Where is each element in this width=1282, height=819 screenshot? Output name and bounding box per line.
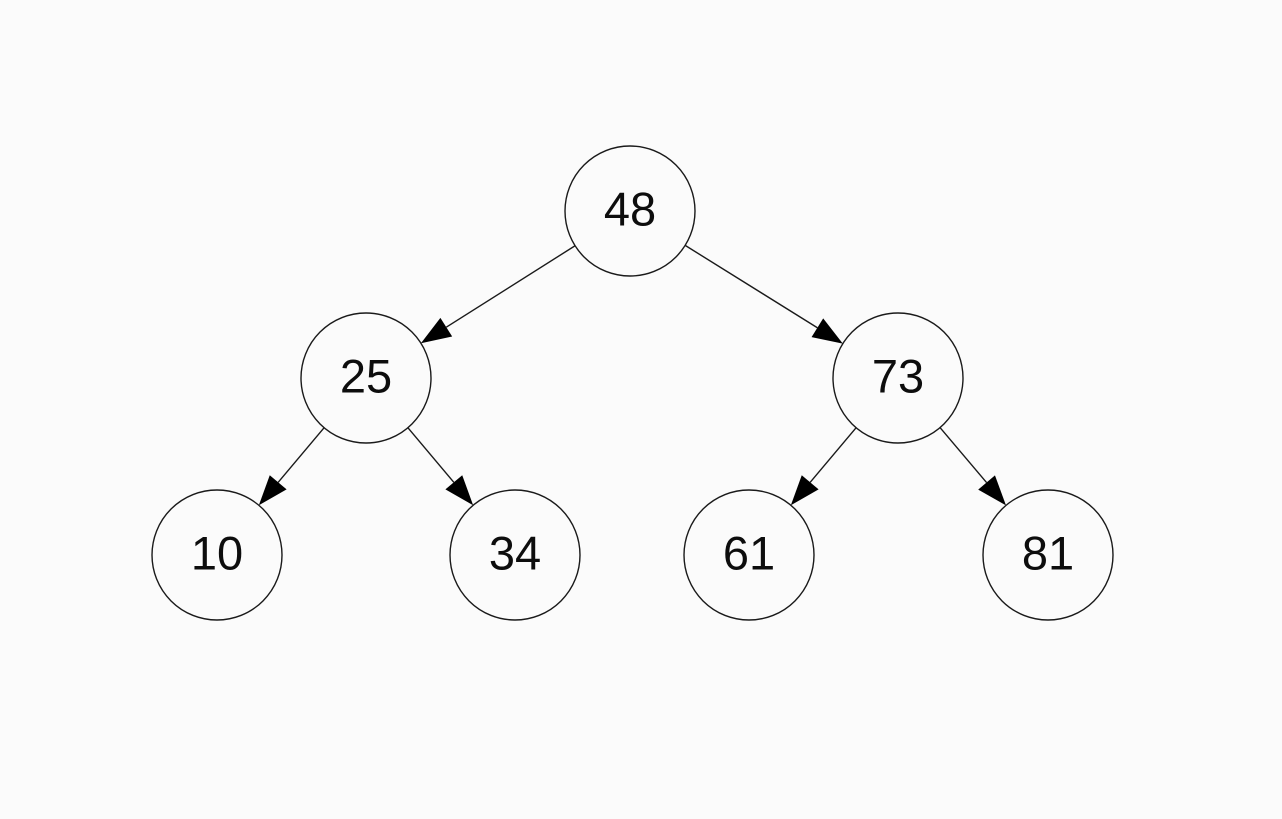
node-label: 61 [723,526,775,579]
edge-arrowhead-icon [258,475,287,506]
node-label: 73 [872,349,924,402]
tree-edge [407,427,455,483]
node-label: 48 [604,182,656,235]
tree-node[interactable]: 10 [151,489,283,621]
edge-arrowhead-icon [978,475,1006,506]
tree-edge [684,244,818,329]
node-circle[interactable] [300,312,432,444]
node-circle[interactable] [832,312,964,444]
edge-arrowhead-icon [790,475,819,506]
node-label: 34 [489,526,541,579]
tree-edge [809,427,857,483]
node-label: 81 [1022,526,1074,579]
edge-arrowhead-icon [445,475,474,506]
node-circle[interactable] [982,489,1114,621]
node-circle[interactable] [449,489,581,621]
tree-node[interactable]: 48 [564,145,696,277]
node-label: 25 [340,349,392,402]
tree-node[interactable]: 61 [683,489,815,621]
node-circle[interactable] [151,489,283,621]
tree-node[interactable]: 73 [832,312,964,444]
node-circle[interactable] [683,489,815,621]
edge-arrowhead-icon [811,318,843,344]
tree-node[interactable]: 25 [300,312,432,444]
edge-arrowhead-icon [420,317,453,344]
tree-node[interactable]: 34 [449,489,581,621]
nodes-layer: 48 25 73 10 34 61 81 [151,145,1114,621]
tree-edge [445,245,576,328]
node-label: 10 [191,526,243,579]
edges-layer [258,244,1006,506]
tree-node[interactable]: 81 [982,489,1114,621]
tree-edge [939,427,988,483]
node-circle[interactable] [564,145,696,277]
tree-edge [277,427,325,483]
